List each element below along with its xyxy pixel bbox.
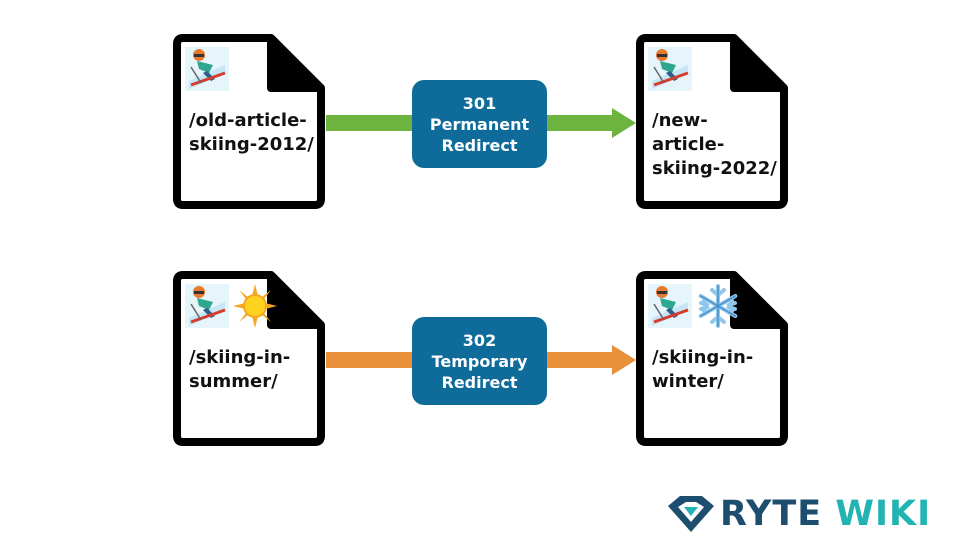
logo-wordmark: RYTE WIKI [720,492,931,536]
target-path: /new-article- skiing-2022/ [652,110,777,179]
source-page-302: /skiing-in- summer/ [171,270,327,447]
status-code: 302 [462,330,497,350]
redirect-301-badge: 301 Permanent Redirect [412,80,547,168]
status-code: 301 [462,93,497,113]
source-path: /skiing-in- summer/ [189,347,291,392]
source-page-301: /old-article- skiing-2012/ [171,33,327,210]
skier-icon [185,47,229,95]
snowflake-icon [696,284,740,332]
skier-icon [185,284,229,332]
redirect-type: Temporary [431,351,528,371]
skier-icon [648,47,692,95]
redirect-label: Redirect [441,135,518,155]
target-page-302: /skiing-in- winter/ [634,270,790,447]
skier-icon [648,284,692,332]
logo-word-ryte: RYTE [720,494,823,534]
redirect-label: Redirect [441,372,518,392]
sun-icon [233,284,277,332]
source-path: /old-article- skiing-2012/ [189,110,314,155]
logo-word-wiki: WIKI [835,494,932,534]
target-path: /skiing-in- winter/ [652,347,754,392]
ryte-logo-icon [668,496,714,532]
target-page-301: /new-article- skiing-2022/ [634,33,790,210]
redirect-302-badge: 302 Temporary Redirect [412,317,547,405]
redirect-type: Permanent [429,114,530,134]
